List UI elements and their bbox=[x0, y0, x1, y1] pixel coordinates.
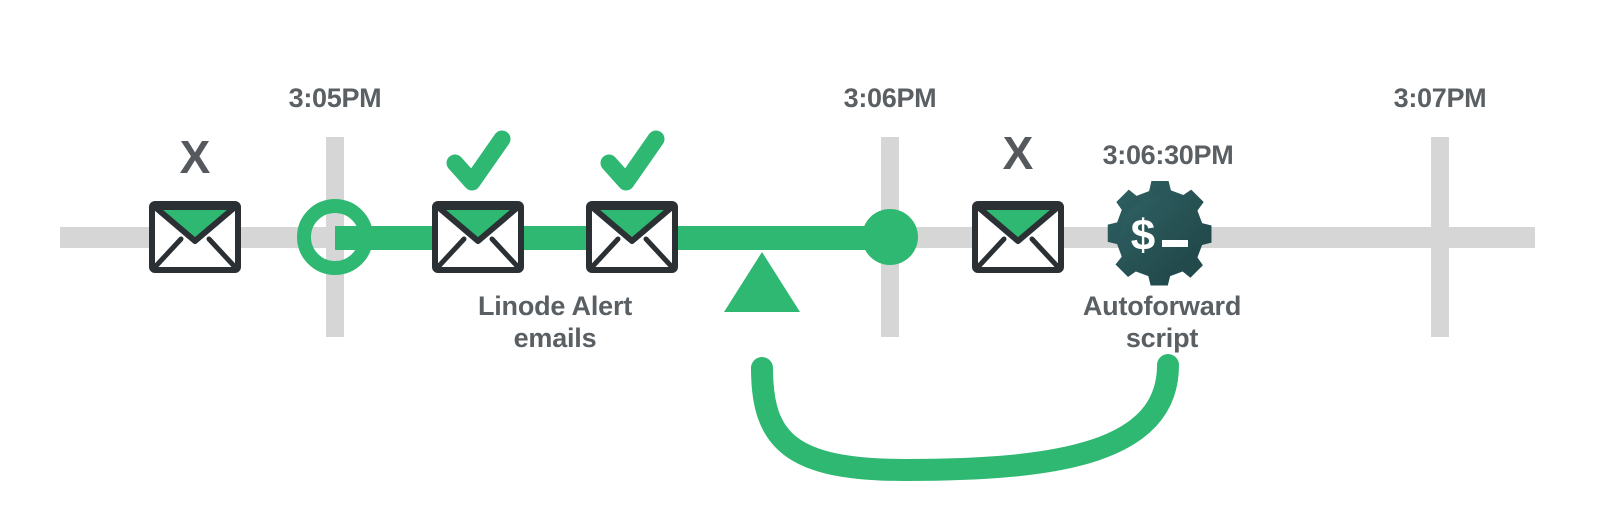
envelope-icon bbox=[972, 201, 1064, 273]
envelope-icon bbox=[586, 201, 678, 273]
autoforward-script-label: Autoforward script bbox=[1082, 291, 1242, 353]
status-x-icon: X bbox=[179, 131, 211, 183]
tick-label-307pm: 3:07PM bbox=[1393, 83, 1487, 113]
status-x-icon: X bbox=[1002, 127, 1034, 179]
tick-label-305pm: 3:05PM bbox=[288, 83, 382, 113]
ring-marker bbox=[297, 199, 373, 275]
envelope-icon bbox=[149, 201, 241, 273]
check-icon bbox=[446, 130, 511, 191]
envelope-icon bbox=[432, 201, 524, 273]
autoforward-time-label: 3:06:30PM bbox=[1102, 140, 1234, 170]
dot-marker bbox=[862, 209, 918, 265]
tick-label-306pm: 3:06PM bbox=[843, 83, 937, 113]
check-icon bbox=[600, 130, 665, 191]
svg-text:$: $ bbox=[1131, 211, 1155, 260]
gear-terminal-icon: $ bbox=[1107, 181, 1212, 286]
autoforward-feedback-arrow bbox=[724, 252, 1179, 482]
linode-alert-emails-label: Linode Alert emails bbox=[477, 291, 633, 353]
